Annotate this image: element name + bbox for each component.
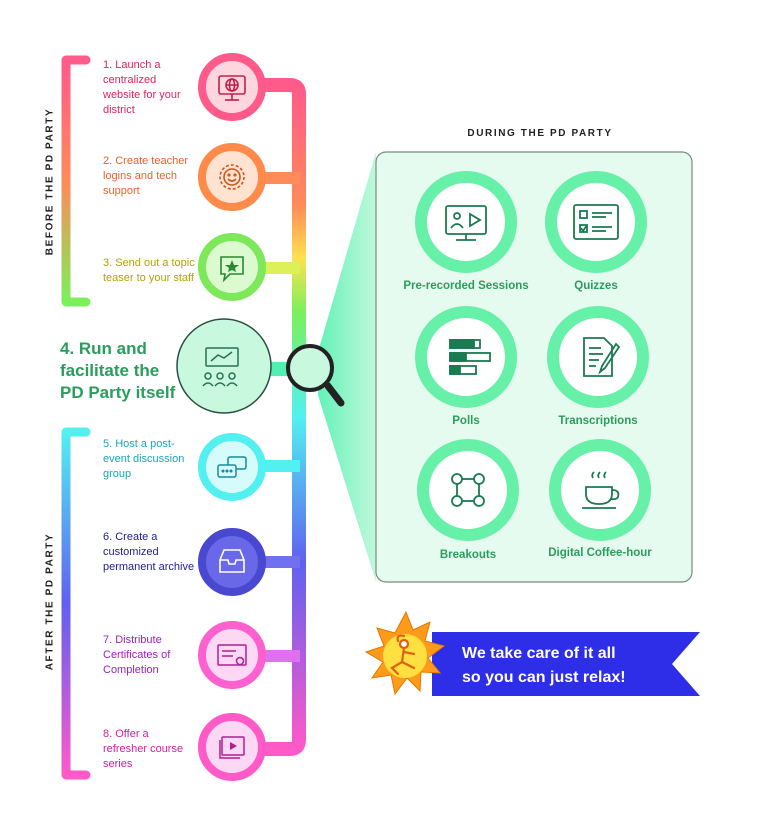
presentation-audience-icon — [202, 347, 239, 387]
banner-line-1: We take care of it all — [462, 645, 616, 662]
after-bracket — [61, 427, 91, 780]
relaxing-person-icon — [364, 610, 446, 696]
feature-2-circle — [545, 171, 647, 273]
feature-4-label: Transcriptions — [558, 415, 638, 427]
step-3-circle — [198, 233, 266, 301]
step-6-text: 6. Create a customized permanent archive — [103, 531, 195, 573]
step-8-circle — [198, 713, 266, 781]
coffee-cup-icon — [582, 471, 620, 509]
step-7-circle — [198, 621, 266, 689]
feature-4-circle — [547, 306, 649, 408]
video-screen-icon — [445, 205, 487, 241]
banner-ribbon — [432, 632, 700, 696]
during-section-title: DURING THE PD PARTY — [467, 128, 613, 139]
quiz-form-icon — [573, 204, 619, 240]
step-8-text: 8. Offer a refresher course series — [103, 728, 184, 770]
step-4-circle — [176, 318, 272, 414]
banner-text: We take care of it all so you can just r… — [462, 642, 662, 690]
after-section-label: AFTER THE PD PARTY — [44, 532, 56, 671]
feature-3-circle — [415, 306, 517, 408]
step-1-text: 1. Launch a centralized website for your… — [103, 59, 181, 116]
step-3-text: 3. Send out a topic teaser to your staff — [103, 257, 195, 284]
magnifier-icon — [286, 344, 345, 407]
step-5-circle — [198, 433, 266, 501]
document-pen-icon — [583, 337, 621, 377]
discussion-bubbles-icon — [217, 456, 247, 478]
globe-monitor-icon — [218, 75, 246, 101]
smiley-gear-icon — [219, 164, 245, 190]
breakout-network-icon — [451, 473, 485, 507]
banner-line-2: so you can just relax! — [462, 669, 626, 686]
feature-3-label: Polls — [452, 415, 480, 427]
feature-6-circle — [549, 439, 651, 541]
poll-bars-icon — [449, 339, 491, 375]
step-7-text: 7. Distribute Certificates of Completion — [103, 634, 171, 676]
step-2-circle — [198, 143, 266, 211]
feature-5-circle — [417, 439, 519, 541]
timeline-spine — [238, 78, 306, 756]
step-4-text: 4. Run and facilitate the PD Party itsel… — [60, 339, 176, 402]
feature-1-circle — [415, 171, 517, 273]
magnifier-beam — [318, 152, 376, 582]
feature-1-label: Pre-recorded Sessions — [403, 280, 529, 292]
before-section-label: BEFORE THE PD PARTY — [44, 107, 56, 256]
certificate-icon — [217, 644, 247, 666]
feature-6-label: Digital Coffee-hour — [548, 547, 652, 559]
step-5-text: 5. Host a post-event discussion group — [103, 438, 185, 480]
step-6-circle — [198, 528, 266, 596]
feature-2-label: Quizzes — [574, 280, 618, 292]
step-2-text: 2. Create teacher logins and tech suppor… — [103, 155, 188, 197]
archive-tray-icon — [219, 549, 245, 573]
before-bracket — [61, 55, 91, 307]
step-1-circle — [198, 53, 266, 121]
video-course-icon — [219, 736, 245, 759]
star-chat-icon — [220, 256, 244, 283]
feature-5-label: Breakouts — [439, 549, 497, 561]
